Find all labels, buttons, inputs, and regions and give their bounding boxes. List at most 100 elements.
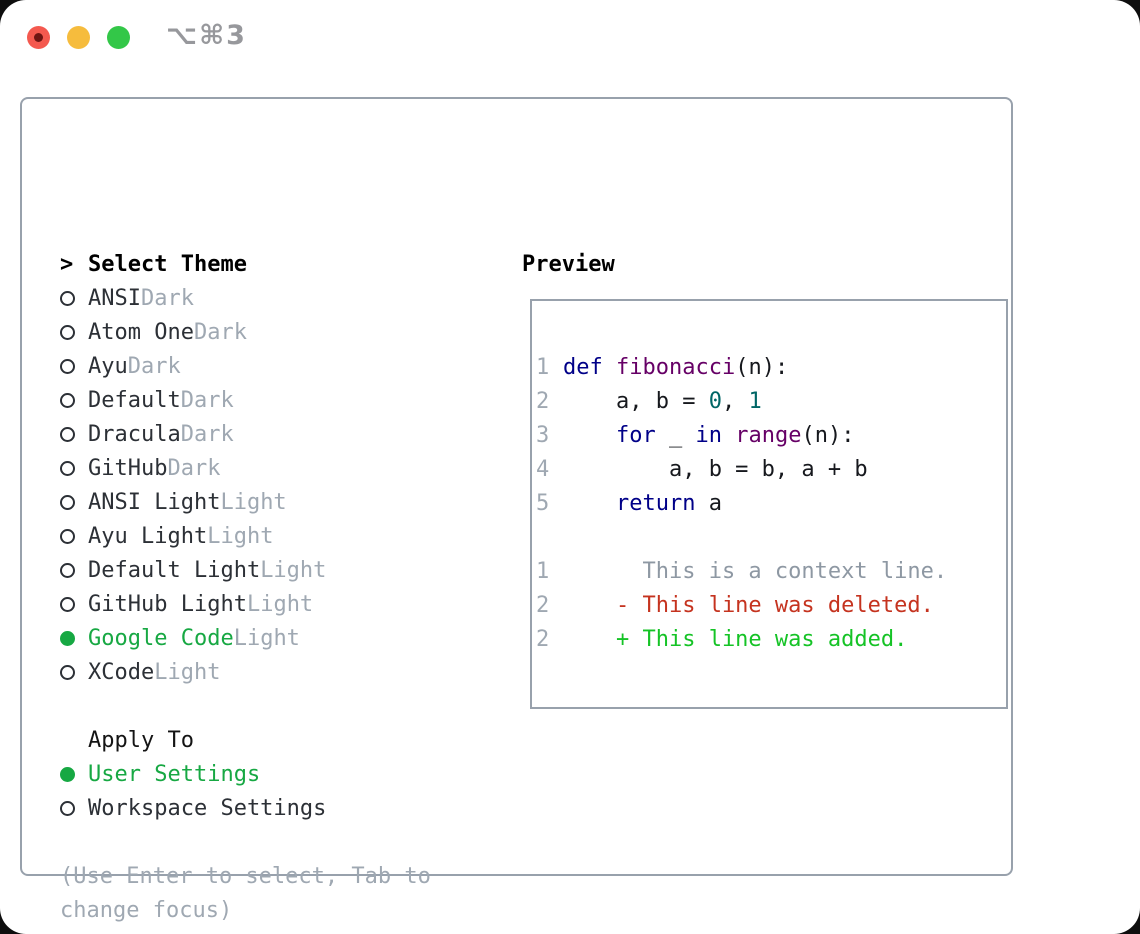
radio-icon [60, 358, 75, 374]
line-number: 1 [536, 558, 550, 584]
theme-variant: Dark [140, 285, 194, 311]
code-segment-keyword: in [695, 422, 722, 448]
preview-title: Preview [522, 251, 615, 277]
theme-option-xcode-light[interactable]: XCode Light [60, 655, 431, 689]
minimize-window-icon[interactable] [67, 26, 90, 49]
theme-option-ayu-dark[interactable]: Ayu Dark [60, 349, 431, 383]
theme-variant: Light [260, 557, 327, 583]
hint-line: (Use Enter to select, Tab to [60, 863, 431, 889]
radio-icon [60, 562, 75, 578]
apply-option-label: User Settings [88, 761, 261, 787]
radio-icon [60, 596, 75, 612]
line-number: 3 [536, 422, 550, 448]
keyboard-shortcut-label: ⌥⌘3 [166, 20, 247, 51]
code-segment-plain: a, b = b, a + b [563, 456, 868, 482]
code-segment-number: 1 [748, 388, 762, 414]
radio-icon [60, 664, 75, 680]
code-segment-plain: _ [655, 422, 696, 448]
code-segment-plain: a, b = [563, 388, 709, 414]
apply-option-workspace-settings[interactable]: Workspace Settings [60, 791, 431, 825]
code-line: 4 a, b = b, a + b [536, 452, 1006, 486]
theme-variant: Light [233, 625, 300, 651]
theme-name: Atom One [88, 319, 194, 345]
window-controls [27, 26, 130, 49]
code-segment-keyword: def [563, 354, 603, 380]
code-segment-plain: (n): [735, 354, 789, 380]
apply-to-header: Apply To [60, 723, 431, 757]
line-number: 4 [536, 456, 550, 482]
radio-icon [60, 460, 75, 476]
code-line: 2 a, b = 0, 1 [536, 384, 1006, 418]
radio-icon [60, 494, 75, 510]
code-segment-deleted: - This line was deleted. [563, 592, 934, 618]
theme-option-ansi-light-light[interactable]: ANSI Light Light [60, 485, 431, 519]
added-line: 2 + This line was added. [536, 622, 1006, 656]
theme-name: Default [88, 387, 181, 413]
theme-option-google-code-light[interactable]: Google Code Light [60, 621, 431, 655]
code-segment-plain: (n): [801, 422, 855, 448]
theme-name: Ayu [88, 353, 128, 379]
code-line: 5 return a [536, 486, 1006, 520]
zoom-window-icon[interactable] [107, 26, 130, 49]
theme-option-dracula-dark[interactable]: Dracula Dark [60, 417, 431, 451]
theme-option-ayu-light-light[interactable]: Ayu Light Light [60, 519, 431, 553]
theme-name: Google Code [88, 625, 234, 651]
apply-option-user-settings[interactable]: User Settings [60, 757, 431, 791]
code-segment-context: This is a context line. [563, 558, 948, 584]
theme-option-atom-one-dark[interactable]: Atom One Dark [60, 315, 431, 349]
apply-to-title: Apply To [88, 727, 194, 753]
line-number: 2 [536, 626, 550, 652]
theme-variant: Dark [167, 455, 221, 481]
radio-selected-icon [60, 630, 75, 646]
radio-icon [60, 392, 75, 408]
radio-icon [60, 324, 75, 340]
theme-option-github-dark[interactable]: GitHub Dark [60, 451, 431, 485]
theme-name: ANSI Light [88, 489, 221, 515]
theme-name: GitHub [88, 455, 168, 481]
theme-variant: Dark [193, 319, 247, 345]
theme-name: Default Light [88, 557, 261, 583]
theme-list-title: Select Theme [88, 251, 247, 277]
code-segment-plain: a [695, 490, 722, 516]
focus-caret-icon: > [60, 251, 74, 277]
theme-variant: Dark [127, 353, 181, 379]
radio-selected-icon [60, 766, 75, 782]
theme-name: XCode [88, 659, 155, 685]
code-segment-plain [563, 491, 616, 516]
code-line: 3 for _ in range(n): [536, 418, 1006, 452]
radio-icon [60, 426, 75, 442]
theme-name: GitHub Light [88, 591, 247, 617]
line-number: 2 [536, 388, 550, 414]
theme-variant: Light [154, 659, 221, 685]
section-gap [60, 689, 431, 723]
theme-option-default-dark[interactable]: Default Dark [60, 383, 431, 417]
line-number: 5 [536, 490, 550, 516]
theme-variant: Light [220, 489, 287, 515]
theme-variant: Dark [180, 421, 234, 447]
code-segment-number: 0 [708, 388, 722, 414]
code-segment-plain [603, 355, 616, 380]
line-number: 1 [536, 354, 550, 380]
code-segment-plain: , [721, 388, 749, 414]
theme-option-default-light-light[interactable]: Default Light Light [60, 553, 431, 587]
theme-option-ansi-dark[interactable]: ANSI Dark [60, 281, 431, 315]
radio-icon [60, 290, 75, 306]
code-segment-plain [563, 423, 616, 448]
theme-variant: Light [246, 591, 314, 617]
close-window-icon[interactable] [27, 26, 50, 49]
blank-line [536, 520, 1006, 554]
theme-name: Ayu Light [88, 523, 208, 549]
code-segment-keyword: return [615, 490, 696, 516]
code-segment-name: range [735, 422, 802, 448]
section-gap [60, 825, 431, 859]
radio-icon [60, 528, 75, 544]
theme-option-github-light-light[interactable]: GitHub Light Light [60, 587, 431, 621]
